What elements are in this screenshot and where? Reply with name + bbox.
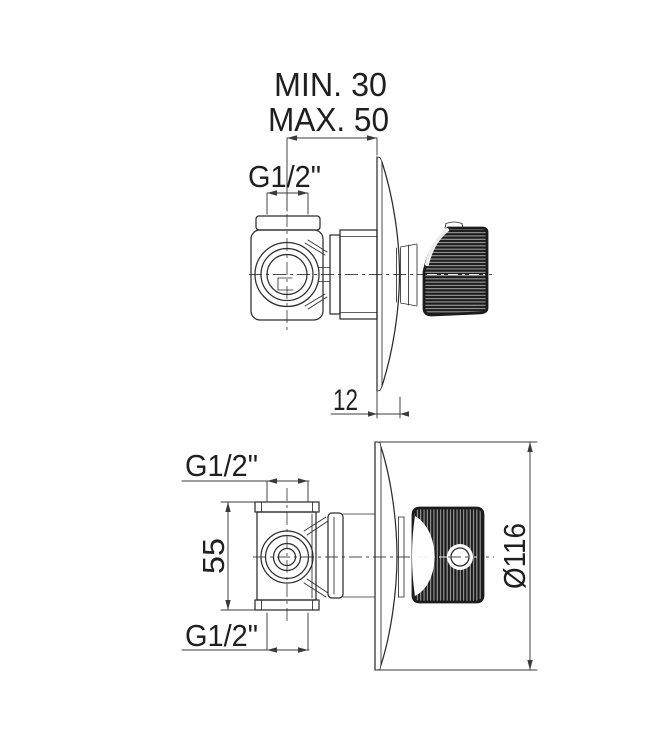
strut-top <box>303 516 329 536</box>
arrowhead <box>267 190 277 196</box>
strut-bottom <box>303 578 329 598</box>
arrowhead <box>267 647 277 653</box>
arrowhead <box>298 478 308 484</box>
arrowhead <box>287 135 297 141</box>
min-depth-label: MIN. 30 <box>274 66 387 103</box>
port-bore <box>272 542 302 572</box>
dim-outlet-thread: G1/2" <box>181 612 310 653</box>
valve-body-plan <box>254 501 329 611</box>
arrowhead <box>368 411 377 417</box>
control-knob-plan <box>411 506 485 604</box>
top-thread-label: G1/2" <box>248 159 321 194</box>
dim-plate-thickness: 12 <box>330 384 409 419</box>
arrowhead <box>367 135 377 141</box>
knob-neck-side <box>396 243 418 307</box>
arrowhead <box>267 478 277 484</box>
knob-front-face <box>412 516 435 596</box>
cartridge-housing-plan <box>327 512 376 599</box>
arrowhead <box>298 190 308 196</box>
plate-thickness-label: 12 <box>333 384 358 417</box>
dim-inlet-thread: G1/2" <box>181 448 310 502</box>
arrowhead <box>225 600 231 610</box>
outlet-thread-label: G1/2" <box>185 618 258 653</box>
wall-plate-plan <box>374 441 398 671</box>
control-knob-side <box>422 221 489 317</box>
port-center-hole <box>277 547 297 567</box>
port-boss-mid <box>260 247 314 302</box>
strut-bottom <box>304 293 328 310</box>
max-depth-label: MAX. 50 <box>268 101 389 138</box>
strut-top <box>304 239 328 256</box>
arrowhead <box>400 411 409 417</box>
knob-highlight <box>425 228 449 266</box>
plate-top-tip <box>376 156 383 163</box>
body-outline <box>250 229 324 321</box>
port-boss-mid <box>264 534 310 580</box>
knob-top-tab <box>444 221 464 229</box>
knob-neck-plan <box>398 516 405 598</box>
arrowhead <box>527 660 533 670</box>
valve-body-side <box>250 215 331 321</box>
port-boss-outer <box>260 530 314 584</box>
arrowhead <box>527 442 533 452</box>
dim-mounting-depth: MIN. 30 MAX. 50 <box>268 66 389 212</box>
port-boss-outer <box>254 241 320 308</box>
port-bore <box>266 253 308 296</box>
dim-top-thread: G1/2" <box>248 159 321 215</box>
dim-plate-diameter: Ø116 <box>375 441 538 671</box>
plate-diameter-label: Ø116 <box>497 523 532 589</box>
dim-port-spacing: 55 <box>196 501 255 611</box>
side-view: MIN. 30 MAX. 50 G1/2" <box>248 66 492 419</box>
arrowhead <box>298 647 308 653</box>
bracket-outline <box>327 512 344 599</box>
wall-plate-side <box>376 156 401 392</box>
body-outline <box>256 511 317 601</box>
bore-step-detail <box>277 277 294 291</box>
plate-dome-profile <box>380 446 398 666</box>
plan-view: G1/2" 55 <box>181 441 538 671</box>
plate-bottom-tip <box>376 385 383 392</box>
arrowhead <box>225 502 231 512</box>
plate-dome-profile <box>381 161 401 387</box>
port-spacing-label: 55 <box>196 538 231 574</box>
inlet-thread-label: G1/2" <box>185 448 258 483</box>
